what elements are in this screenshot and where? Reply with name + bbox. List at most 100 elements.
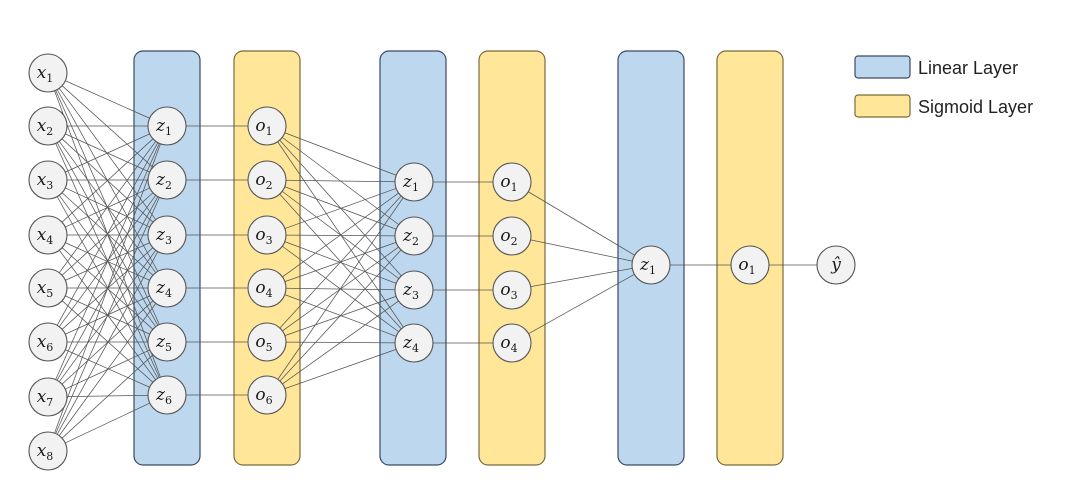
node-circle <box>28 377 68 417</box>
node-circle <box>147 160 187 200</box>
node-circle <box>492 270 532 310</box>
edge-0-3-0 <box>61 138 154 223</box>
node-linear-1-z6: z6 <box>147 375 187 415</box>
edge-2-4-0 <box>279 195 402 329</box>
node-output-7-ŷ: ŷ <box>816 245 856 285</box>
edge-0-2-0 <box>65 133 150 173</box>
node-circle <box>816 245 856 285</box>
edge-0-7-1 <box>55 197 160 434</box>
node-sigmoid-4-o1: o1 <box>492 162 532 202</box>
node-linear-1-z4: z4 <box>147 268 187 308</box>
edge-0-0-1 <box>61 85 154 168</box>
layer-boxes <box>133 50 784 466</box>
node-sigmoid-2-o1: o1 <box>247 106 287 146</box>
node-circle <box>28 160 68 200</box>
nodes: x1 x2 x3 x4 x5 x6 x7 x8 z1 z2 z3 z4 z5 z6 o1 o2 o3 o4 o5 o6… <box>28 53 856 471</box>
node-sigmoid-4-o2: o2 <box>492 216 532 256</box>
edge-0-7-0 <box>54 143 161 434</box>
edge-0-0-2 <box>58 88 157 220</box>
node-circle <box>394 270 434 310</box>
legend-swatch-linear <box>854 55 911 79</box>
edge-2-5-3 <box>284 348 397 390</box>
edge-2-5-2 <box>282 300 399 385</box>
sigmoid-layer-box-2 <box>233 50 301 466</box>
edge-2-5-1 <box>279 249 402 382</box>
node-sigmoid-4-o4: o4 <box>492 323 532 363</box>
edge-0-7-3 <box>58 303 157 436</box>
node-linear-1-z2: z2 <box>147 160 187 200</box>
edge-0-0-0 <box>65 80 150 119</box>
edge-2-3-0 <box>282 192 399 278</box>
edge-2-0-0 <box>284 132 397 176</box>
edge-2-2-0 <box>284 188 397 229</box>
edges <box>54 80 817 444</box>
node-circle <box>247 375 287 415</box>
edge-4-2-0 <box>530 267 633 288</box>
node-sigmoid-2-o6: o6 <box>247 375 287 415</box>
edge-2-0-3 <box>277 141 404 328</box>
node-input-0-x7: x7 <box>28 377 68 417</box>
node-linear-3-z3: z3 <box>394 270 434 310</box>
edge-0-7-4 <box>61 354 154 439</box>
node-sigmoid-2-o5: o5 <box>247 322 287 362</box>
edge-0-5-5 <box>65 349 150 388</box>
node-circle <box>247 268 287 308</box>
legend-label-linear: Linear Layer <box>918 58 1018 78</box>
node-circle <box>247 106 287 146</box>
legend-label-sigmoid: Sigmoid Layer <box>918 97 1033 117</box>
node-circle <box>631 245 671 285</box>
node-linear-3-z4: z4 <box>394 323 434 363</box>
edge-2-1-1 <box>284 186 397 230</box>
node-label: ŷ <box>830 255 841 275</box>
edge-2-1-0 <box>285 179 396 183</box>
node-circle <box>492 216 532 256</box>
edge-0-7-5 <box>65 402 150 444</box>
node-linear-1-z1: z1 <box>147 106 187 146</box>
edge-4-1-0 <box>530 239 633 262</box>
legend: Linear Layer Sigmoid Layer <box>854 55 1033 118</box>
node-sigmoid-2-o3: o3 <box>247 215 287 255</box>
edge-0-6-0 <box>55 143 160 380</box>
linear-layer-box-3 <box>379 50 447 466</box>
node-circle <box>28 106 68 146</box>
edge-4-3-0 <box>528 273 635 335</box>
node-linear-1-z3: z3 <box>147 215 187 255</box>
sigmoid-layer-box-4 <box>478 50 546 466</box>
node-input-0-x8: x8 <box>28 431 68 471</box>
node-linear-1-z5: z5 <box>147 322 187 362</box>
node-linear-3-z1: z1 <box>394 162 434 202</box>
node-circle <box>147 375 187 415</box>
edge-0-4-0 <box>58 141 157 273</box>
node-circle <box>28 268 68 308</box>
node-circle <box>147 215 187 255</box>
node-input-0-x5: x5 <box>28 268 68 308</box>
node-linear-3-z2: z2 <box>394 216 434 256</box>
node-circle <box>492 162 532 202</box>
edge-2-5-0 <box>277 197 404 380</box>
node-circle <box>147 322 187 362</box>
node-circle <box>394 323 434 363</box>
node-sigmoid-4-o3: o3 <box>492 270 532 310</box>
node-circle <box>28 322 68 362</box>
legend-swatch-sigmoid <box>854 94 911 118</box>
node-circle <box>247 160 287 200</box>
node-circle <box>147 106 187 146</box>
node-linear-5-z1: z1 <box>631 245 671 285</box>
node-circle <box>28 53 68 93</box>
node-circle <box>730 245 770 285</box>
node-input-0-x6: x6 <box>28 322 68 362</box>
node-circle <box>28 431 68 471</box>
node-sigmoid-6-o1: o1 <box>730 245 770 285</box>
node-input-0-x1: x1 <box>28 53 68 93</box>
node-circle <box>147 268 187 308</box>
node-circle <box>247 322 287 362</box>
node-circle <box>394 216 434 256</box>
node-input-0-x2: x2 <box>28 106 68 146</box>
node-circle <box>492 323 532 363</box>
node-sigmoid-2-o4: o4 <box>247 268 287 308</box>
node-input-0-x3: x3 <box>28 160 68 200</box>
node-sigmoid-2-o2: o2 <box>247 160 287 200</box>
edge-0-5-0 <box>56 142 159 326</box>
node-input-0-x4: x4 <box>28 215 68 255</box>
